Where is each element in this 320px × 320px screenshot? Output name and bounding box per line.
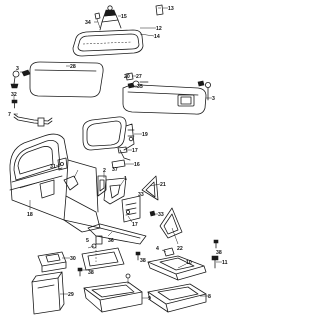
callout-17-lower: 17 xyxy=(132,222,138,228)
door-lock-knob-2 xyxy=(97,175,107,197)
screw-38 xyxy=(77,239,219,277)
tray-8 xyxy=(147,283,207,313)
callout-7: 7 xyxy=(8,112,11,118)
callout-37: 37 xyxy=(112,167,118,173)
callout-30: 30 xyxy=(70,256,76,262)
leader-lines xyxy=(13,7,222,299)
callout-10: 10 xyxy=(186,260,192,266)
callout-32: 32 xyxy=(11,92,17,98)
callout-38-left: 38 xyxy=(88,270,94,276)
callout-19: 19 xyxy=(142,132,148,138)
bolt-11 xyxy=(211,255,219,269)
parts-exploded-diagram: 13 34 15 12 14 28 3 32 27 35 20 3 7 19 1… xyxy=(8,4,228,315)
callout-4: 4 xyxy=(156,246,159,252)
callout-17-upper: 17 xyxy=(132,148,138,154)
mirror-clip xyxy=(155,4,164,16)
ashtray-29 xyxy=(31,271,65,315)
callout-11: 11 xyxy=(222,260,228,266)
callout-8: 8 xyxy=(208,294,211,300)
clip-5 xyxy=(95,235,103,245)
callout-27: 27 xyxy=(136,74,142,80)
triangle-trim-21 xyxy=(141,175,159,201)
callout-12: 12 xyxy=(156,26,162,32)
door-mirror xyxy=(82,116,135,161)
callout-5: 5 xyxy=(86,238,89,244)
callout-18: 18 xyxy=(27,212,33,218)
callout-21: 21 xyxy=(160,182,166,188)
console-lid-10 xyxy=(147,255,207,281)
gasket-17 xyxy=(117,146,128,154)
sun-visor-right xyxy=(122,80,211,115)
corner-trim-22 xyxy=(159,207,183,239)
callout-34: 34 xyxy=(85,20,91,26)
callout-15: 15 xyxy=(121,14,127,20)
callout-22: 22 xyxy=(177,246,183,252)
callout-9: 9 xyxy=(148,296,151,302)
storage-box-9 xyxy=(83,273,143,313)
callout-16: 16 xyxy=(134,162,140,168)
callout-33-lower: 33 xyxy=(158,212,164,218)
callout-3-left: 3 xyxy=(16,66,19,72)
callout-36: 36 xyxy=(108,238,114,244)
callout-labels: 13 34 15 12 14 28 3 32 27 35 20 3 7 19 1… xyxy=(8,6,228,302)
sun-visor-left xyxy=(10,61,104,98)
door-bezel-1 xyxy=(103,177,127,205)
regulator-bracket xyxy=(121,195,141,223)
callout-1: 1 xyxy=(124,176,127,182)
visor-hook-35 xyxy=(127,82,135,89)
callout-28: 28 xyxy=(70,64,76,70)
clip-4 xyxy=(163,247,175,257)
callout-13: 13 xyxy=(168,6,174,12)
screw-32 xyxy=(11,99,18,109)
callout-33-upper: 33 xyxy=(138,192,144,198)
callout-20: 20 xyxy=(124,74,130,80)
armrest-bracket-36 xyxy=(81,223,147,271)
door-trim-panel xyxy=(9,133,101,233)
callout-35: 35 xyxy=(137,84,143,90)
visor-clip-27 xyxy=(125,72,134,81)
callout-2: 2 xyxy=(103,168,106,174)
pull-pocket-37 xyxy=(63,175,79,191)
sun-visor-rod xyxy=(13,113,53,127)
callout-38-right: 38 xyxy=(216,250,222,256)
small-clip-33 xyxy=(149,210,156,217)
callout-14: 14 xyxy=(154,34,160,40)
inner-handle-31 xyxy=(57,157,68,171)
callout-29: 29 xyxy=(68,292,74,298)
callout-31: 31 xyxy=(50,164,56,170)
callout-3-right: 3 xyxy=(212,96,215,102)
rearview-mirror-assembly xyxy=(72,5,144,57)
callout-38-center: 38 xyxy=(140,258,146,264)
switch-panel-30 xyxy=(37,251,67,273)
mirror-cover-16 xyxy=(111,159,126,169)
